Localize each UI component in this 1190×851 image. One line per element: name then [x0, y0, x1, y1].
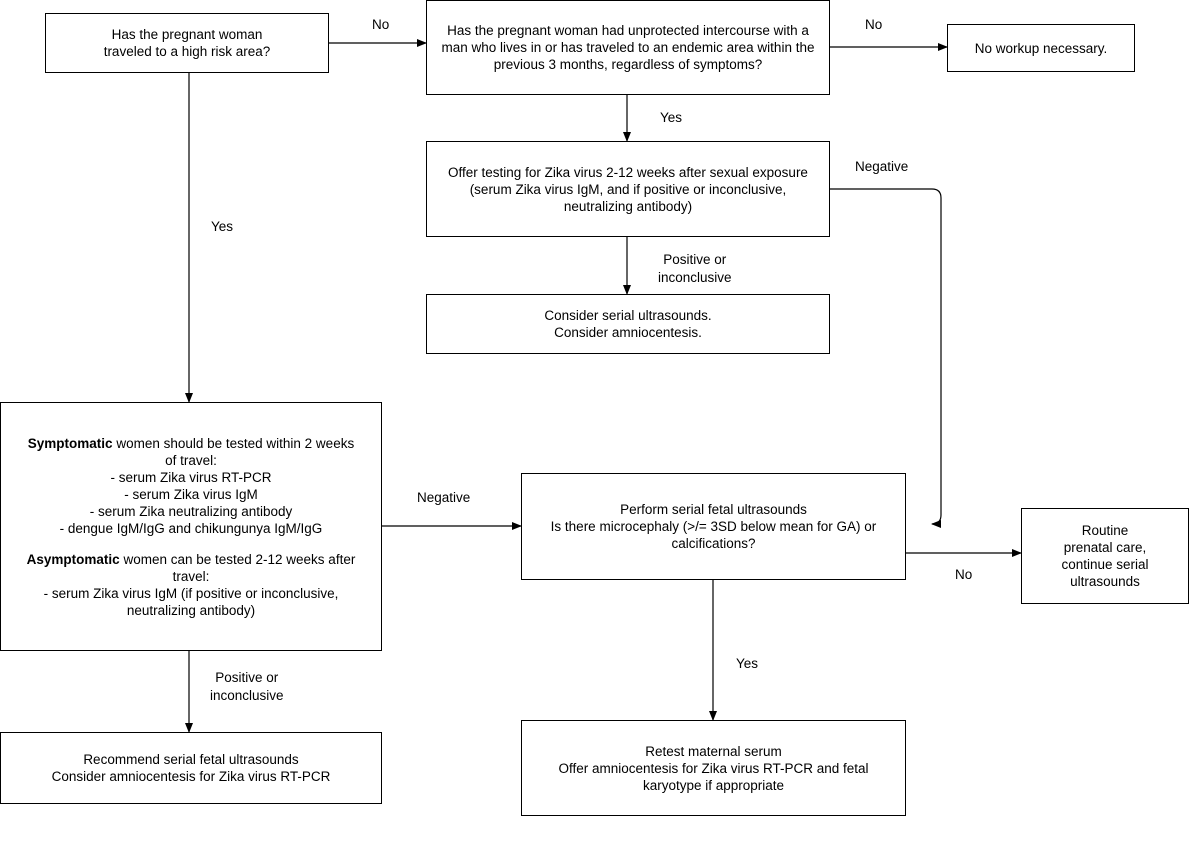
edge-label-yes: Yes [211, 219, 234, 234]
node-text-line: (serum Zika virus IgM, and if positive o… [469, 181, 787, 197]
edge-label-yes: Yes [736, 656, 759, 671]
node-text-line: ultrasounds [1070, 574, 1140, 589]
asymptomatic-bold: Asymptomatic [26, 551, 120, 567]
node-text-line: Consider amniocentesis. [554, 325, 702, 340]
node-text-line: - dengue IgM/IgG and chikungunya IgM/IgG [59, 520, 323, 536]
edge-label-line: Positive or [215, 670, 279, 685]
edge-label-negative: Negative [855, 159, 909, 174]
edge-label-positive-inconclusive: Positive or inconclusive [658, 251, 732, 287]
node-text-line: Consider amniocentesis for Zika virus RT… [51, 769, 331, 784]
node-text-line: man who lives in or has traveled to an e… [441, 40, 815, 55]
edge-label-no: No [372, 17, 390, 32]
edge-label-no: No [865, 17, 883, 32]
node-text-line: prenatal care, [1063, 540, 1147, 555]
node-retest-serum: Retest maternal serum Offer amniocentesi… [521, 720, 906, 816]
node-consider-serial: Consider serial ultrasounds. Consider am… [426, 294, 830, 354]
node-text-line: continue serial [1061, 557, 1149, 572]
edge-label-line: inconclusive [658, 270, 732, 285]
node-routine-care: Routine prenatal care, continue serial u… [1021, 508, 1189, 604]
node-text-line: travel: [172, 568, 210, 584]
node-testing-guidance: Symptomatic women should be tested withi… [0, 402, 382, 651]
node-perform-serial: Perform serial fetal ultrasounds Is ther… [521, 473, 906, 580]
edge-label-negative: Negative [417, 490, 471, 505]
edge-label-no: No [955, 567, 973, 582]
symptomatic-rest: women should be tested within 2 weeks [112, 435, 355, 451]
node-traveled-high-risk: Has the pregnant woman traveled to a hig… [45, 13, 329, 73]
node-text-line: previous 3 months, regardless of symptom… [493, 57, 763, 72]
node-text-line: Has the pregnant woman had unprotected i… [447, 23, 809, 38]
node-text-line: - serum Zika virus RT-PCR [110, 469, 272, 485]
node-text-line: Has the pregnant woman [111, 27, 263, 42]
node-text-line: Offer amniocentesis for Zika virus RT-PC… [558, 760, 869, 776]
edge-label-yes: Yes [660, 110, 683, 125]
edge-offer-negative [830, 188, 942, 528]
node-text-line: Routine [1081, 523, 1129, 538]
edge-label-positive-inconclusive: Positive or inconclusive [210, 669, 284, 705]
symptomatic-heading: Symptomatic women should be tested withi… [28, 435, 354, 452]
node-text-line: Retest maternal serum [645, 743, 782, 759]
node-text-line: - serum Zika virus IgM (if positive or i… [43, 585, 339, 601]
node-text-line: of travel: [165, 452, 217, 468]
node-recommend-serial: Recommend serial fetal ultrasounds Consi… [0, 732, 382, 804]
node-text-line: neutralizing antibody) [563, 198, 693, 214]
node-text-line: traveled to a high risk area? [103, 44, 271, 59]
node-no-workup: No workup necessary. [947, 24, 1135, 72]
node-text-line: - serum Zika neutralizing antibody [89, 503, 293, 519]
node-text-line: Offer testing for Zika virus 2-12 weeks … [448, 164, 808, 180]
edge-label-line: Positive or [663, 252, 727, 267]
node-text-line: karyotype if appropriate [642, 777, 785, 793]
node-text-line: Perform serial fetal ultrasounds [620, 502, 807, 517]
node-text-line: - serum Zika virus IgM [124, 486, 258, 502]
node-text-line: Is there microcephaly (>/= 3SD below mea… [550, 519, 877, 534]
node-text-line: Recommend serial fetal ultrasounds [83, 752, 299, 767]
node-text-line: calcifications? [671, 536, 756, 551]
node-offer-testing: Offer testing for Zika virus 2-12 weeks … [426, 141, 830, 237]
edge-label-line: inconclusive [210, 688, 284, 703]
node-text-line: No workup necessary. [974, 40, 1108, 56]
node-text-line: neutralizing antibody) [126, 602, 256, 618]
symptomatic-bold: Symptomatic [27, 435, 113, 451]
node-text-line: Consider serial ultrasounds. [544, 308, 712, 323]
node-unprotected-intercourse: Has the pregnant woman had unprotected i… [426, 0, 830, 95]
asymptomatic-rest: women can be tested 2-12 weeks after [119, 551, 356, 567]
asymptomatic-heading: Asymptomatic women can be tested 2-12 we… [27, 551, 356, 568]
